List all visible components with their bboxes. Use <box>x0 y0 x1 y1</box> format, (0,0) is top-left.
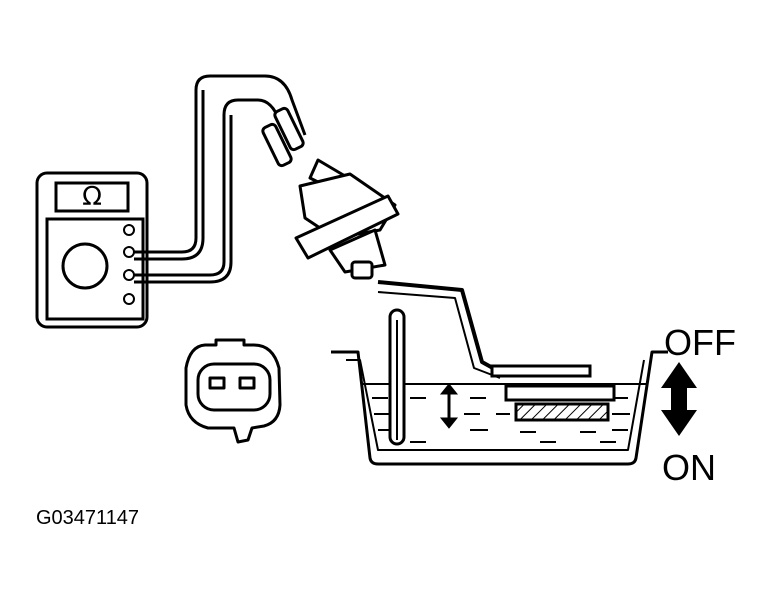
connector-terminal <box>208 376 226 390</box>
float-body <box>490 364 616 422</box>
off-label: OFF <box>664 322 736 363</box>
meter-display <box>54 181 130 213</box>
meter-face <box>45 217 145 321</box>
lead-plugs <box>261 106 305 168</box>
figure-code: G03471147 <box>36 507 139 529</box>
on-label: ON <box>662 447 716 488</box>
connector-terminal <box>238 376 256 390</box>
off-on-arrow <box>661 362 697 436</box>
ohm-symbol: Ω <box>82 182 102 212</box>
test-leads <box>134 74 307 284</box>
meter-terminal <box>123 293 135 305</box>
fluid-level-arrow <box>439 383 459 429</box>
level-probe <box>388 308 406 446</box>
meter-terminal <box>123 224 135 236</box>
float-switch <box>294 158 501 379</box>
connector-face <box>184 338 282 444</box>
ohmmeter <box>35 171 149 329</box>
meter-dial <box>61 242 109 290</box>
